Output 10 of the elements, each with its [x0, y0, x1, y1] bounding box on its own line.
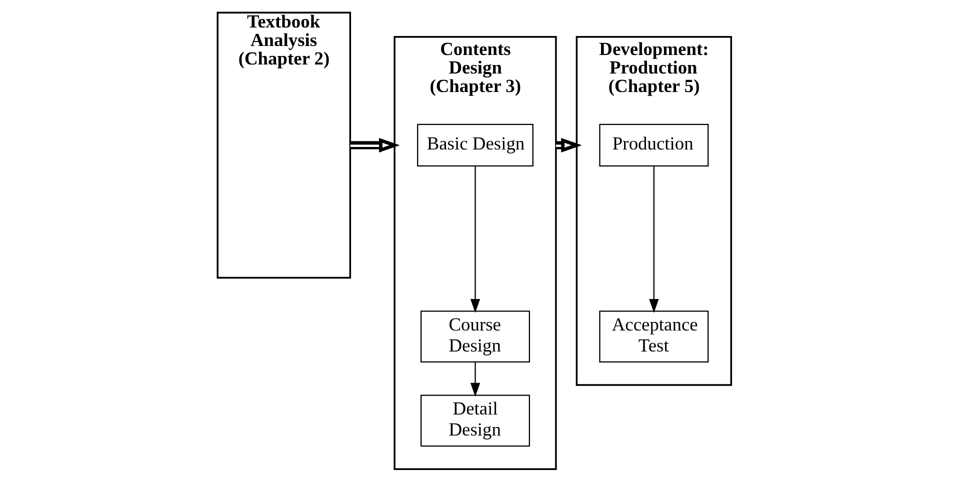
node-box: Textbook Analysis (Chapter 2) [216, 12, 351, 279]
node-box: Course Design [420, 310, 530, 362]
arrow [470, 362, 480, 397]
arrow [470, 166, 480, 313]
node-box: Basic Design [416, 124, 533, 167]
arrow [350, 138, 400, 152]
node-box: Production [598, 124, 708, 167]
node-box: Detail Design [420, 394, 530, 447]
node-box: Acceptance Test [598, 310, 708, 362]
arrow [648, 166, 658, 313]
